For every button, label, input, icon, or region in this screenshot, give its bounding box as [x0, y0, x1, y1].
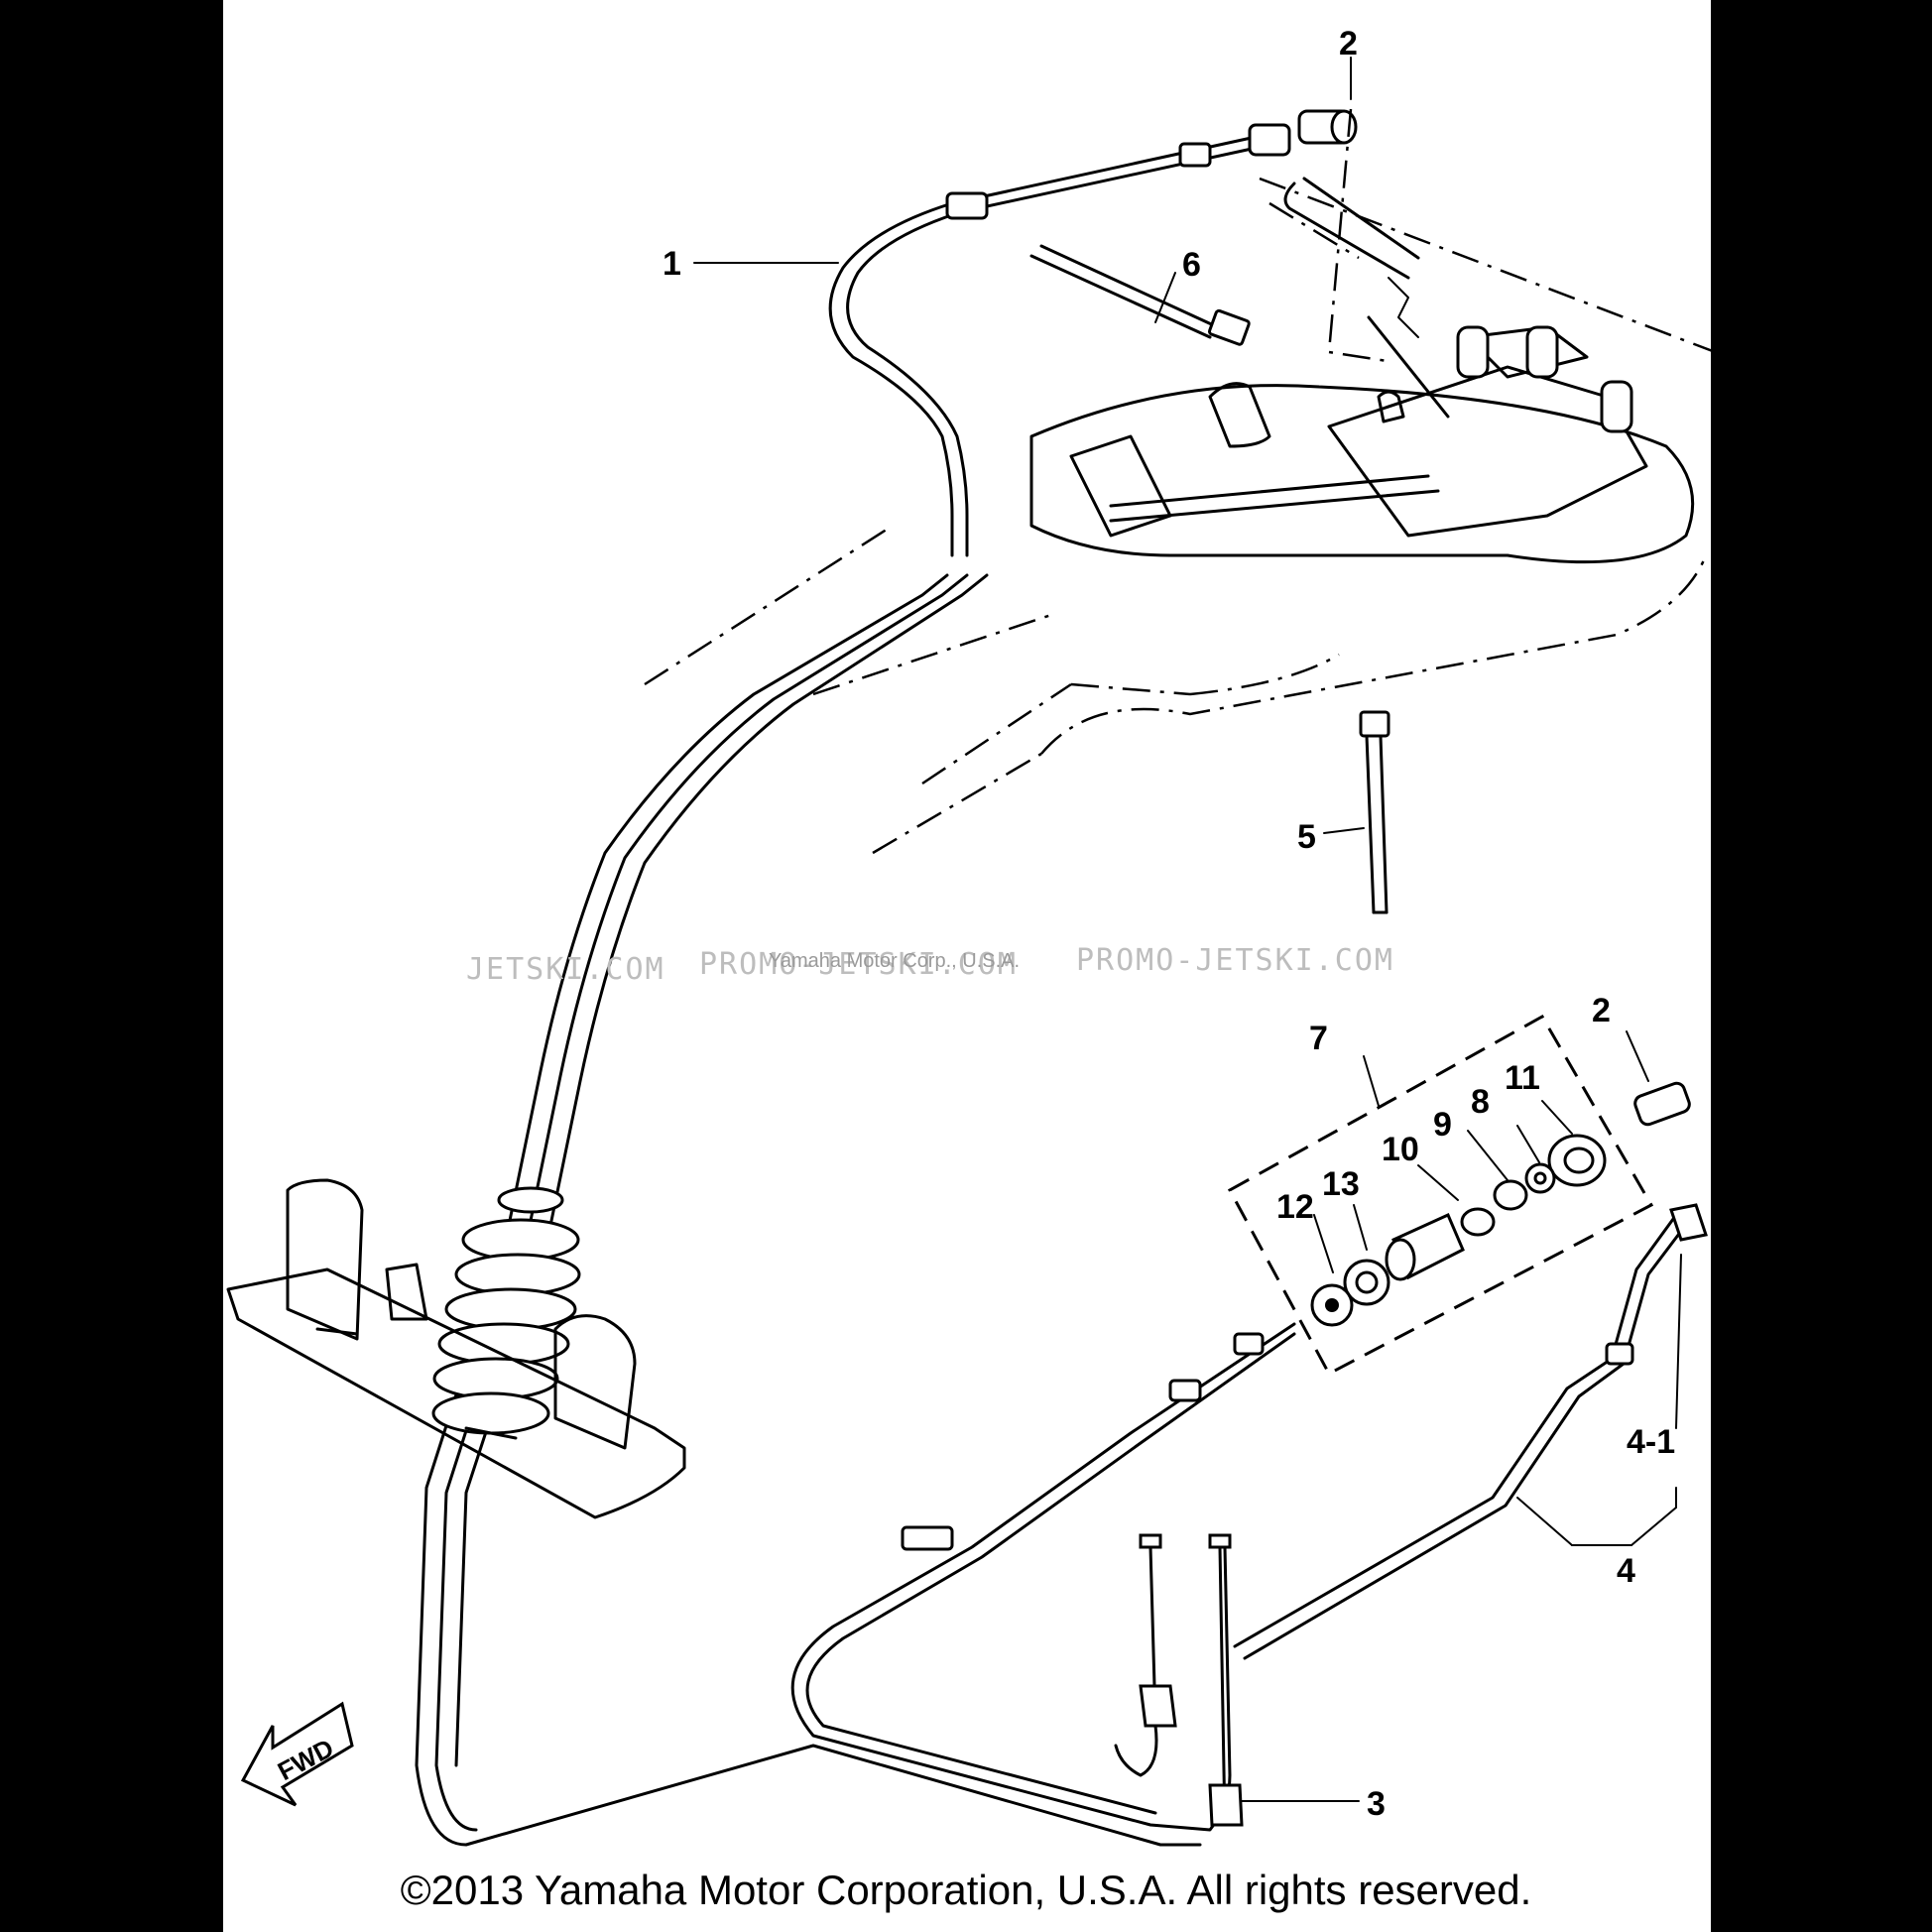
rubber-boot: [431, 1186, 581, 1435]
leader-lines: [693, 57, 1365, 834]
part-2-right-sleeve: [1626, 1030, 1691, 1127]
part-6-cable-tie: [1029, 244, 1251, 346]
steering-cable-3: [790, 1322, 1360, 1832]
hull-outline: [644, 177, 1885, 855]
callout-12: 12: [1276, 1188, 1314, 1226]
part-5-cable-tie: [1359, 710, 1390, 914]
callout-4-1: 4-1: [1627, 1423, 1675, 1461]
steering-bracket: [226, 1178, 686, 1519]
watermark-overlay: Yamaha Motor Corp., U.S.A.: [769, 950, 1020, 972]
callout-13: 13: [1322, 1165, 1360, 1203]
callout-2-top: 2: [1339, 25, 1358, 62]
watermark-left: JETSKI.COM: [466, 952, 665, 987]
callouts: 1 2 2 3 4 4-1 5 6 7 8 9 10 11 12 13: [663, 25, 1675, 1823]
throttle-cable: [828, 123, 1291, 557]
handlebar-assembly: [1029, 177, 1695, 564]
kit-components: [1310, 1100, 1607, 1327]
cable-4: [1233, 1203, 1708, 1660]
callout-7: 7: [1309, 1020, 1328, 1057]
drawing-sheet: [223, 0, 1711, 1932]
callout-1: 1: [663, 245, 681, 283]
callout-11: 11: [1505, 1059, 1540, 1097]
callout-4: 4: [1617, 1552, 1635, 1590]
part-7-kit-box: [1227, 1014, 1654, 1377]
fwd-arrow: FWD: [240, 1701, 354, 1807]
cable-bundle: [415, 573, 1202, 1847]
copyright-notice: ©2013 Yamaha Motor Corporation, U.S.A. A…: [400, 1867, 1532, 1913]
callout-2-right: 2: [1592, 992, 1611, 1029]
callout-3: 3: [1367, 1785, 1386, 1823]
callout-5: 5: [1297, 818, 1316, 856]
watermark-center: PROMO-JETSKI.COM: [699, 947, 1018, 982]
watermarks: JETSKI.COM PROMO-JETSKI.COM PROMO-JETSKI…: [466, 943, 1394, 987]
callout-9: 9: [1433, 1106, 1452, 1144]
part-2-top-sleeve: [1297, 108, 1394, 364]
callout-8: 8: [1471, 1083, 1490, 1121]
callout-10: 10: [1382, 1131, 1419, 1168]
callout-6: 6: [1182, 246, 1201, 284]
watermark-right: PROMO-JETSKI.COM: [1076, 943, 1394, 978]
